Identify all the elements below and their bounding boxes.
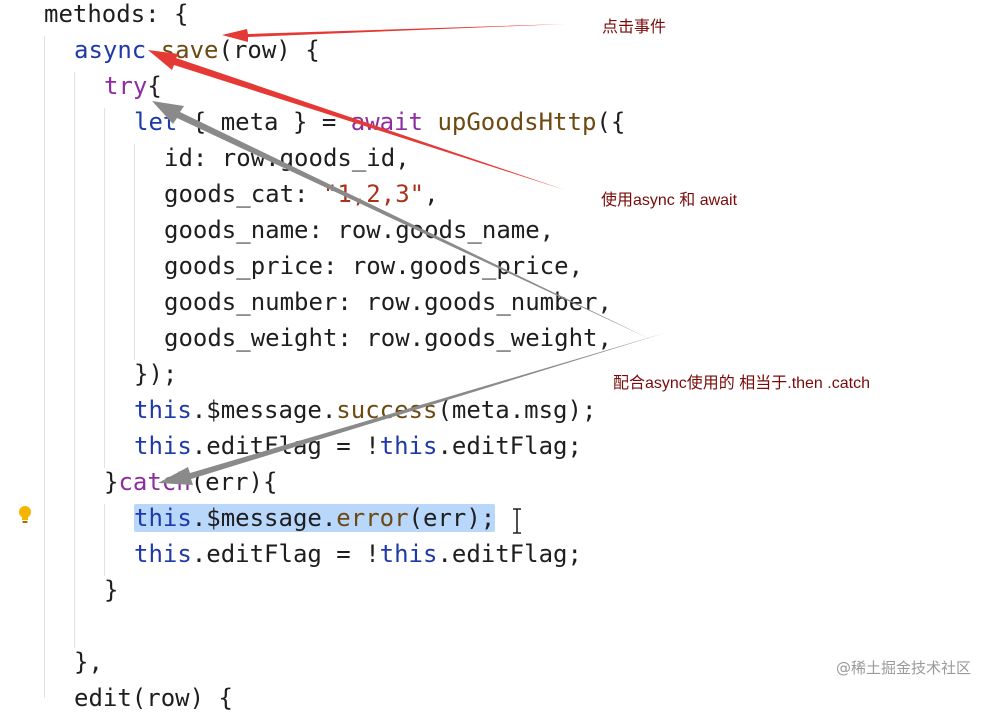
code-token: goods_name: row.goods_name, bbox=[164, 216, 555, 244]
code-token: .$message. bbox=[191, 504, 337, 532]
code-text: methods: { bbox=[44, 0, 189, 28]
code-token: , bbox=[424, 180, 439, 208]
code-text: goods_cat: "1,2,3", bbox=[164, 180, 439, 208]
text-cursor-icon bbox=[513, 508, 521, 534]
indent-guide bbox=[104, 504, 105, 576]
arrow-click-event bbox=[222, 24, 565, 42]
code-line[interactable]: }, bbox=[74, 644, 103, 680]
code-line[interactable]: goods_weight: row.goods_weight, bbox=[164, 320, 612, 356]
code-token: .editFlag; bbox=[437, 540, 582, 568]
code-token: goods_number: row.goods_number, bbox=[164, 288, 612, 316]
code-token: .$message. bbox=[191, 396, 337, 424]
code-token: goods_cat: bbox=[164, 180, 323, 208]
code-token: }); bbox=[134, 360, 178, 388]
code-token: }, bbox=[74, 648, 103, 676]
code-text: this.editFlag = !this.editFlag; bbox=[134, 432, 582, 460]
code-line[interactable]: this.editFlag = !this.editFlag; bbox=[134, 428, 582, 464]
code-token: .editFlag; bbox=[437, 432, 582, 460]
code-line[interactable]: goods_number: row.goods_number, bbox=[164, 284, 612, 320]
lightbulb-icon[interactable] bbox=[18, 505, 32, 525]
code-line[interactable]: this.$message.success(meta.msg); bbox=[134, 392, 596, 428]
code-token: ({ bbox=[596, 108, 626, 136]
code-token: goods_price: row.goods_price, bbox=[164, 252, 584, 280]
code-token: error bbox=[336, 504, 409, 532]
annotation-arrows bbox=[148, 24, 668, 485]
code-token: this bbox=[134, 396, 192, 424]
code-token: } bbox=[104, 576, 119, 604]
code-line[interactable]: this.$message.error(err); bbox=[134, 500, 496, 536]
code-line[interactable]: try{ bbox=[104, 68, 162, 104]
code-token: .editFlag = ! bbox=[191, 540, 380, 568]
code-token: (meta.msg); bbox=[437, 396, 597, 424]
code-text: goods_name: row.goods_name, bbox=[164, 216, 554, 244]
code-line[interactable]: this.editFlag = !this.editFlag; bbox=[134, 536, 582, 572]
code-text: goods_price: row.goods_price, bbox=[164, 252, 583, 280]
code-token: this bbox=[379, 540, 438, 568]
code-line[interactable]: let { meta } = await upGoodsHttp({ bbox=[134, 104, 625, 140]
code-line[interactable]: goods_name: row.goods_name, bbox=[164, 212, 554, 248]
code-text: goods_weight: row.goods_weight, bbox=[164, 324, 612, 352]
indent-guide bbox=[104, 108, 105, 468]
watermark: @稀土掘金技术社区 bbox=[835, 659, 971, 677]
indent-guide bbox=[44, 36, 45, 698]
code-text: this.editFlag = !this.editFlag; bbox=[134, 540, 582, 568]
code-token: methods: { bbox=[44, 0, 189, 28]
code-token: } bbox=[104, 468, 119, 496]
selected-text: this.$message.error(err); bbox=[134, 504, 496, 532]
arrow-async-await bbox=[148, 50, 565, 190]
code-line[interactable]: goods_cat: "1,2,3", bbox=[164, 176, 439, 212]
code-token: goods_weight: row.goods_weight, bbox=[164, 324, 612, 352]
code-text: }, bbox=[74, 648, 103, 676]
code-token: this bbox=[134, 540, 192, 568]
code-token: this bbox=[379, 432, 438, 460]
code-token: async bbox=[74, 36, 147, 64]
code-token: this bbox=[134, 504, 192, 532]
arrow-try bbox=[152, 101, 652, 340]
code-line[interactable]: }); bbox=[134, 356, 177, 392]
code-token: (row) { bbox=[218, 36, 320, 64]
code-text: }); bbox=[134, 360, 177, 388]
arrow-catch bbox=[158, 332, 668, 485]
indent-guide bbox=[134, 144, 135, 360]
code-token: success bbox=[336, 396, 438, 424]
code-token: try bbox=[104, 72, 148, 100]
annotation-click-event: 点击事件 bbox=[602, 19, 667, 36]
indent-guide bbox=[74, 72, 75, 648]
code-line[interactable]: goods_price: row.goods_price, bbox=[164, 248, 583, 284]
code-text: let { meta } = await upGoodsHttp({ bbox=[134, 108, 625, 136]
code-line[interactable]: } bbox=[104, 572, 118, 608]
code-text: goods_number: row.goods_number, bbox=[164, 288, 612, 316]
annotation-async-await: 使用async 和 await bbox=[601, 192, 738, 209]
code-token: { bbox=[147, 72, 162, 100]
code-token: this bbox=[134, 432, 192, 460]
code-token: (err); bbox=[408, 504, 496, 532]
annotation-then-catch: 配合async使用的 相当于.then .catch bbox=[613, 375, 870, 392]
code-line[interactable]: methods: { bbox=[44, 0, 189, 32]
code-token: upGoodsHttp bbox=[437, 108, 597, 136]
code-text: this.$message.success(meta.msg); bbox=[134, 396, 596, 424]
code-text: } bbox=[104, 576, 118, 604]
code-text: try{ bbox=[104, 72, 162, 100]
